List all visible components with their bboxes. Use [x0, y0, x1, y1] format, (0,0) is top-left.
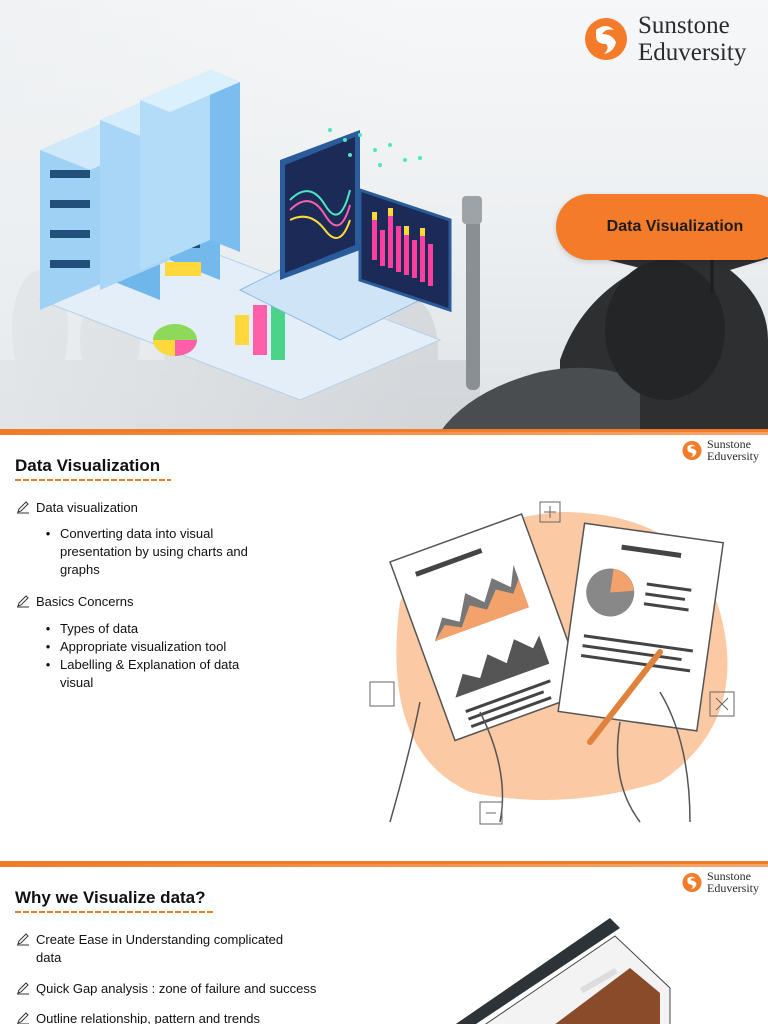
hands-holding-reports-illustration: [369, 501, 735, 825]
slide-divider: [0, 861, 768, 864]
sub-list-item: •Appropriate visualization tool: [36, 638, 250, 656]
bullet-label: Basics Concerns: [36, 594, 134, 609]
pencil-icon: [17, 1012, 29, 1024]
brand-logo-small: Sunstone Eduversity: [682, 870, 759, 894]
sub-item-text: Labelling & Explanation of data visual: [60, 657, 240, 690]
sub-list: •Converting data into visual presentatio…: [36, 525, 250, 579]
section-heading: Data Visualization: [15, 456, 161, 475]
bullet-item: Quick Gap analysis : zone of failure and…: [16, 980, 316, 998]
heading-underline: [15, 479, 171, 481]
content-slide-why-visualize: Sunstone Eduversity Why we Visualize dat…: [0, 864, 768, 1024]
bullet-item: Data visualization: [16, 499, 138, 517]
pencil-icon: [17, 501, 29, 514]
brand-logo: Sunstone Eduversity: [584, 13, 746, 65]
data-servers-illustration: [38, 70, 452, 401]
bullet-label: Quick Gap analysis : zone of failure and…: [36, 981, 317, 996]
content-slide-data-visualization: Sunstone Eduversity Data Visualization D…: [0, 432, 768, 864]
brand-name-line2: Eduversity: [638, 39, 747, 66]
sub-item-text: Types of data: [60, 621, 139, 636]
section-heading: Why we Visualize data?: [15, 888, 206, 907]
sub-item-text: Converting data into visual presentation…: [60, 526, 248, 577]
sub-item-text: Appropriate visualization tool: [60, 639, 227, 654]
sub-list-item: •Labelling & Explanation of data visual: [36, 656, 250, 692]
pencil-icon: [17, 933, 29, 946]
bullet-item: Outline relationship, pattern and trends: [16, 1010, 260, 1024]
slide-title: Data Visualization: [606, 218, 744, 235]
sub-list-item: •Types of data: [36, 620, 250, 638]
bullet-item: Basics Concerns: [16, 593, 134, 611]
title-slide: Sunstone Eduversity Data Visualization: [0, 0, 768, 432]
heading-underline: [15, 911, 215, 913]
pencil-icon: [17, 982, 29, 995]
brand-logo-small: Sunstone Eduversity: [682, 438, 759, 462]
bullet-item: Create Ease in Understanding complicated…: [16, 931, 306, 967]
sub-list-item: •Converting data into visual presentatio…: [36, 525, 250, 579]
top-rule: [0, 864, 768, 867]
bullet-label: Outline relationship, pattern and trends: [36, 1011, 261, 1024]
swirl-logo-icon: [682, 440, 702, 460]
swirl-logo-icon: [682, 872, 702, 892]
slide-title-pill: Data Visualization: [556, 194, 768, 260]
bullet-label: Data visualization: [36, 500, 138, 515]
brand-name-line1: Sunstone: [707, 437, 752, 451]
sub-list: •Types of data •Appropriate visualizatio…: [36, 620, 250, 692]
bullet-label: Create Ease in Understanding complicated…: [36, 932, 284, 965]
brand-name-line1: Sunstone: [638, 12, 730, 39]
brand-name-line1: Sunstone: [707, 869, 752, 883]
brand-name-line2: Eduversity: [707, 449, 759, 463]
slide-divider: [0, 429, 768, 432]
laptop-illustration: [455, 918, 671, 1024]
brand-name-line2: Eduversity: [707, 881, 759, 895]
top-rule: [0, 432, 768, 435]
swirl-logo-icon: [585, 18, 627, 60]
pencil-icon: [17, 595, 29, 608]
